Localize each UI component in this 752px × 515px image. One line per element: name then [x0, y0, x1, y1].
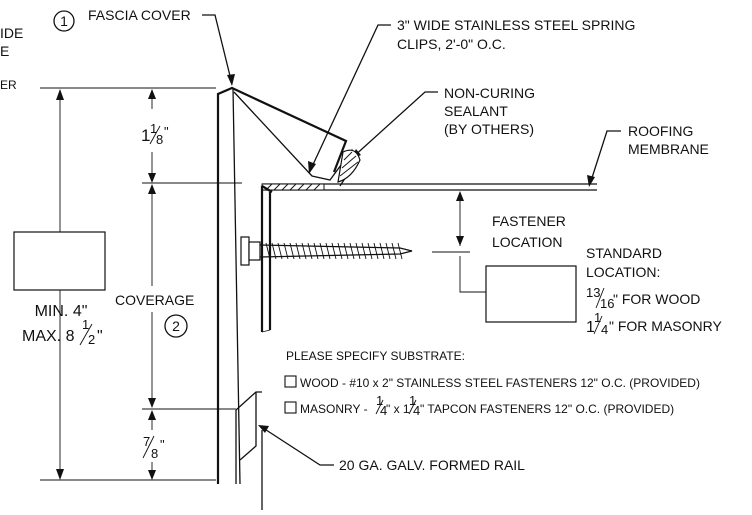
fastener-threads	[265, 242, 403, 260]
masonry-a-num: 1	[376, 393, 383, 408]
dim-bottom-mark: "	[160, 437, 165, 452]
dim-overall-arrow-top	[56, 89, 64, 100]
max-frac-slash	[79, 323, 93, 346]
sealant-label-3: (BY OTHERS)	[444, 121, 534, 137]
sealant-label-1: NON-CURING	[444, 85, 535, 101]
sealant-bead	[337, 149, 361, 183]
dim-bottom-num: 7	[143, 434, 150, 449]
max-frac-num: 1	[82, 317, 89, 332]
fascia-cover-label: FASCIA COVER	[88, 7, 191, 23]
wood-frac-slash	[595, 287, 605, 309]
fastener-location-label-2: LOCATION	[492, 234, 563, 250]
roofing-membrane-label-1: ROOFING	[628, 123, 693, 139]
fastener-loc-leader	[459, 256, 486, 293]
masonry-b-num: 1	[409, 393, 416, 408]
dim-bottom-den: 8	[151, 446, 158, 461]
callout-number-2: 2	[172, 318, 180, 334]
masonry-checkbox[interactable]	[284, 401, 297, 414]
wood-checkbox[interactable]	[284, 375, 297, 388]
dim-top-den: 8	[156, 132, 163, 147]
coverage-label: COVERAGE	[115, 292, 194, 308]
sealant-leader	[351, 91, 438, 159]
masonry-a-den: 4	[380, 403, 387, 418]
masonry-option-mid: " x 1	[386, 402, 410, 416]
roofing-membrane-label-2: MEMBRANE	[628, 141, 709, 157]
left-edge-text-3: ER	[0, 78, 17, 92]
masonry-option-prefix: MASONRY -	[300, 402, 368, 416]
max-inch-mark: "	[97, 328, 103, 345]
min-dimension: MIN. 4"	[35, 303, 88, 320]
rail-web-end	[261, 329, 271, 333]
fastener-loc-arrow-up	[456, 191, 464, 201]
fascia-cover-arrow	[227, 74, 235, 86]
dim-top-num: 1	[150, 121, 157, 136]
dim-top-arrow-down	[148, 173, 156, 183]
wood-frac-den: 16	[600, 296, 614, 311]
formed-rail-lip	[239, 392, 257, 461]
dim-top-arrow-up	[148, 89, 156, 99]
left-edge-text-2: E	[0, 43, 9, 59]
masonry-loc-den: 4	[601, 322, 608, 337]
fascia-inner-face	[232, 87, 241, 485]
formed-rail-web	[260, 185, 273, 332]
spring-clip-shape	[233, 91, 358, 187]
standard-location-label-2: LOCATION:	[586, 264, 660, 280]
sealant-label-2: SEALANT	[444, 103, 508, 119]
masonry-b-den: 4	[413, 403, 420, 418]
masonry-option-suffix: " TAPCON FASTENERS 12" O.C. (PROVIDED)	[420, 402, 674, 416]
fascia-cover-profile	[216, 86, 348, 484]
max-dimension: MAX. 8	[22, 328, 75, 345]
masonry-location-text: " FOR MASONRY	[609, 318, 722, 334]
wood-frac-num: 13	[586, 285, 600, 300]
left-edge-text-1: IDE	[0, 25, 23, 41]
dim-top-mark: "	[164, 124, 169, 139]
dim-placeholder-box-left	[13, 231, 106, 291]
spring-clips-arrow	[308, 161, 316, 174]
formed-rail-leader	[259, 425, 334, 466]
fastener-washer	[240, 236, 250, 266]
formed-rail-label: 20 GA. GALV. FORMED RAIL	[339, 457, 525, 473]
masonry-loc-whole: 1	[586, 319, 595, 336]
dim-top-whole: 1	[141, 126, 150, 145]
masonry-a-slash	[375, 399, 384, 415]
fastener-loc-arrow-down	[456, 236, 464, 246]
specify-substrate-label: PLEASE SPECIFY SUBSTRATE:	[286, 349, 465, 363]
roofing-membrane-leader	[589, 130, 621, 185]
masonry-loc-num: 1	[594, 310, 601, 325]
fastener-location-label-1: FASTENER	[492, 213, 566, 229]
callout-circle-1	[53, 10, 75, 32]
wood-option-label: WOOD - #10 x 2" STAINLESS STEEL FASTENER…	[300, 376, 700, 390]
dim-coverage-arrow-up	[148, 184, 156, 194]
wood-location-text: " FOR WOOD	[613, 291, 700, 307]
formed-rail-arrow	[258, 425, 269, 433]
dim-bottom-arrow-up	[148, 410, 156, 420]
max-frac-den: 2	[88, 332, 95, 347]
sealant-hatch	[339, 151, 359, 177]
dim-top-slash	[149, 125, 161, 145]
roofing-membrane-arrow	[587, 175, 595, 187]
fascia-cover-leader	[202, 14, 233, 85]
dim-overall-arrow-bottom	[56, 469, 64, 480]
standard-location-label-1: STANDARD	[586, 245, 662, 261]
callout-circle-2	[164, 314, 188, 338]
callout-number-1: 1	[60, 13, 68, 29]
dim-coverage-arrow-down	[148, 398, 156, 408]
membrane-hatch-lines	[265, 183, 321, 191]
spring-clips-label-2: CLIPS, 2'-0" O.C.	[397, 36, 506, 52]
spring-clips-leader	[309, 24, 391, 172]
fastener-loc-placeholder-box	[485, 265, 577, 323]
dim-bottom-slash	[142, 435, 155, 459]
masonry-b-slash	[408, 399, 417, 415]
fastener-head	[248, 241, 261, 261]
dim-bottom-arrow-down	[148, 470, 156, 480]
spring-clips-label-1: 3" WIDE STAINLESS STEEL SPRING	[397, 17, 635, 33]
masonry-loc-slash	[593, 315, 603, 335]
